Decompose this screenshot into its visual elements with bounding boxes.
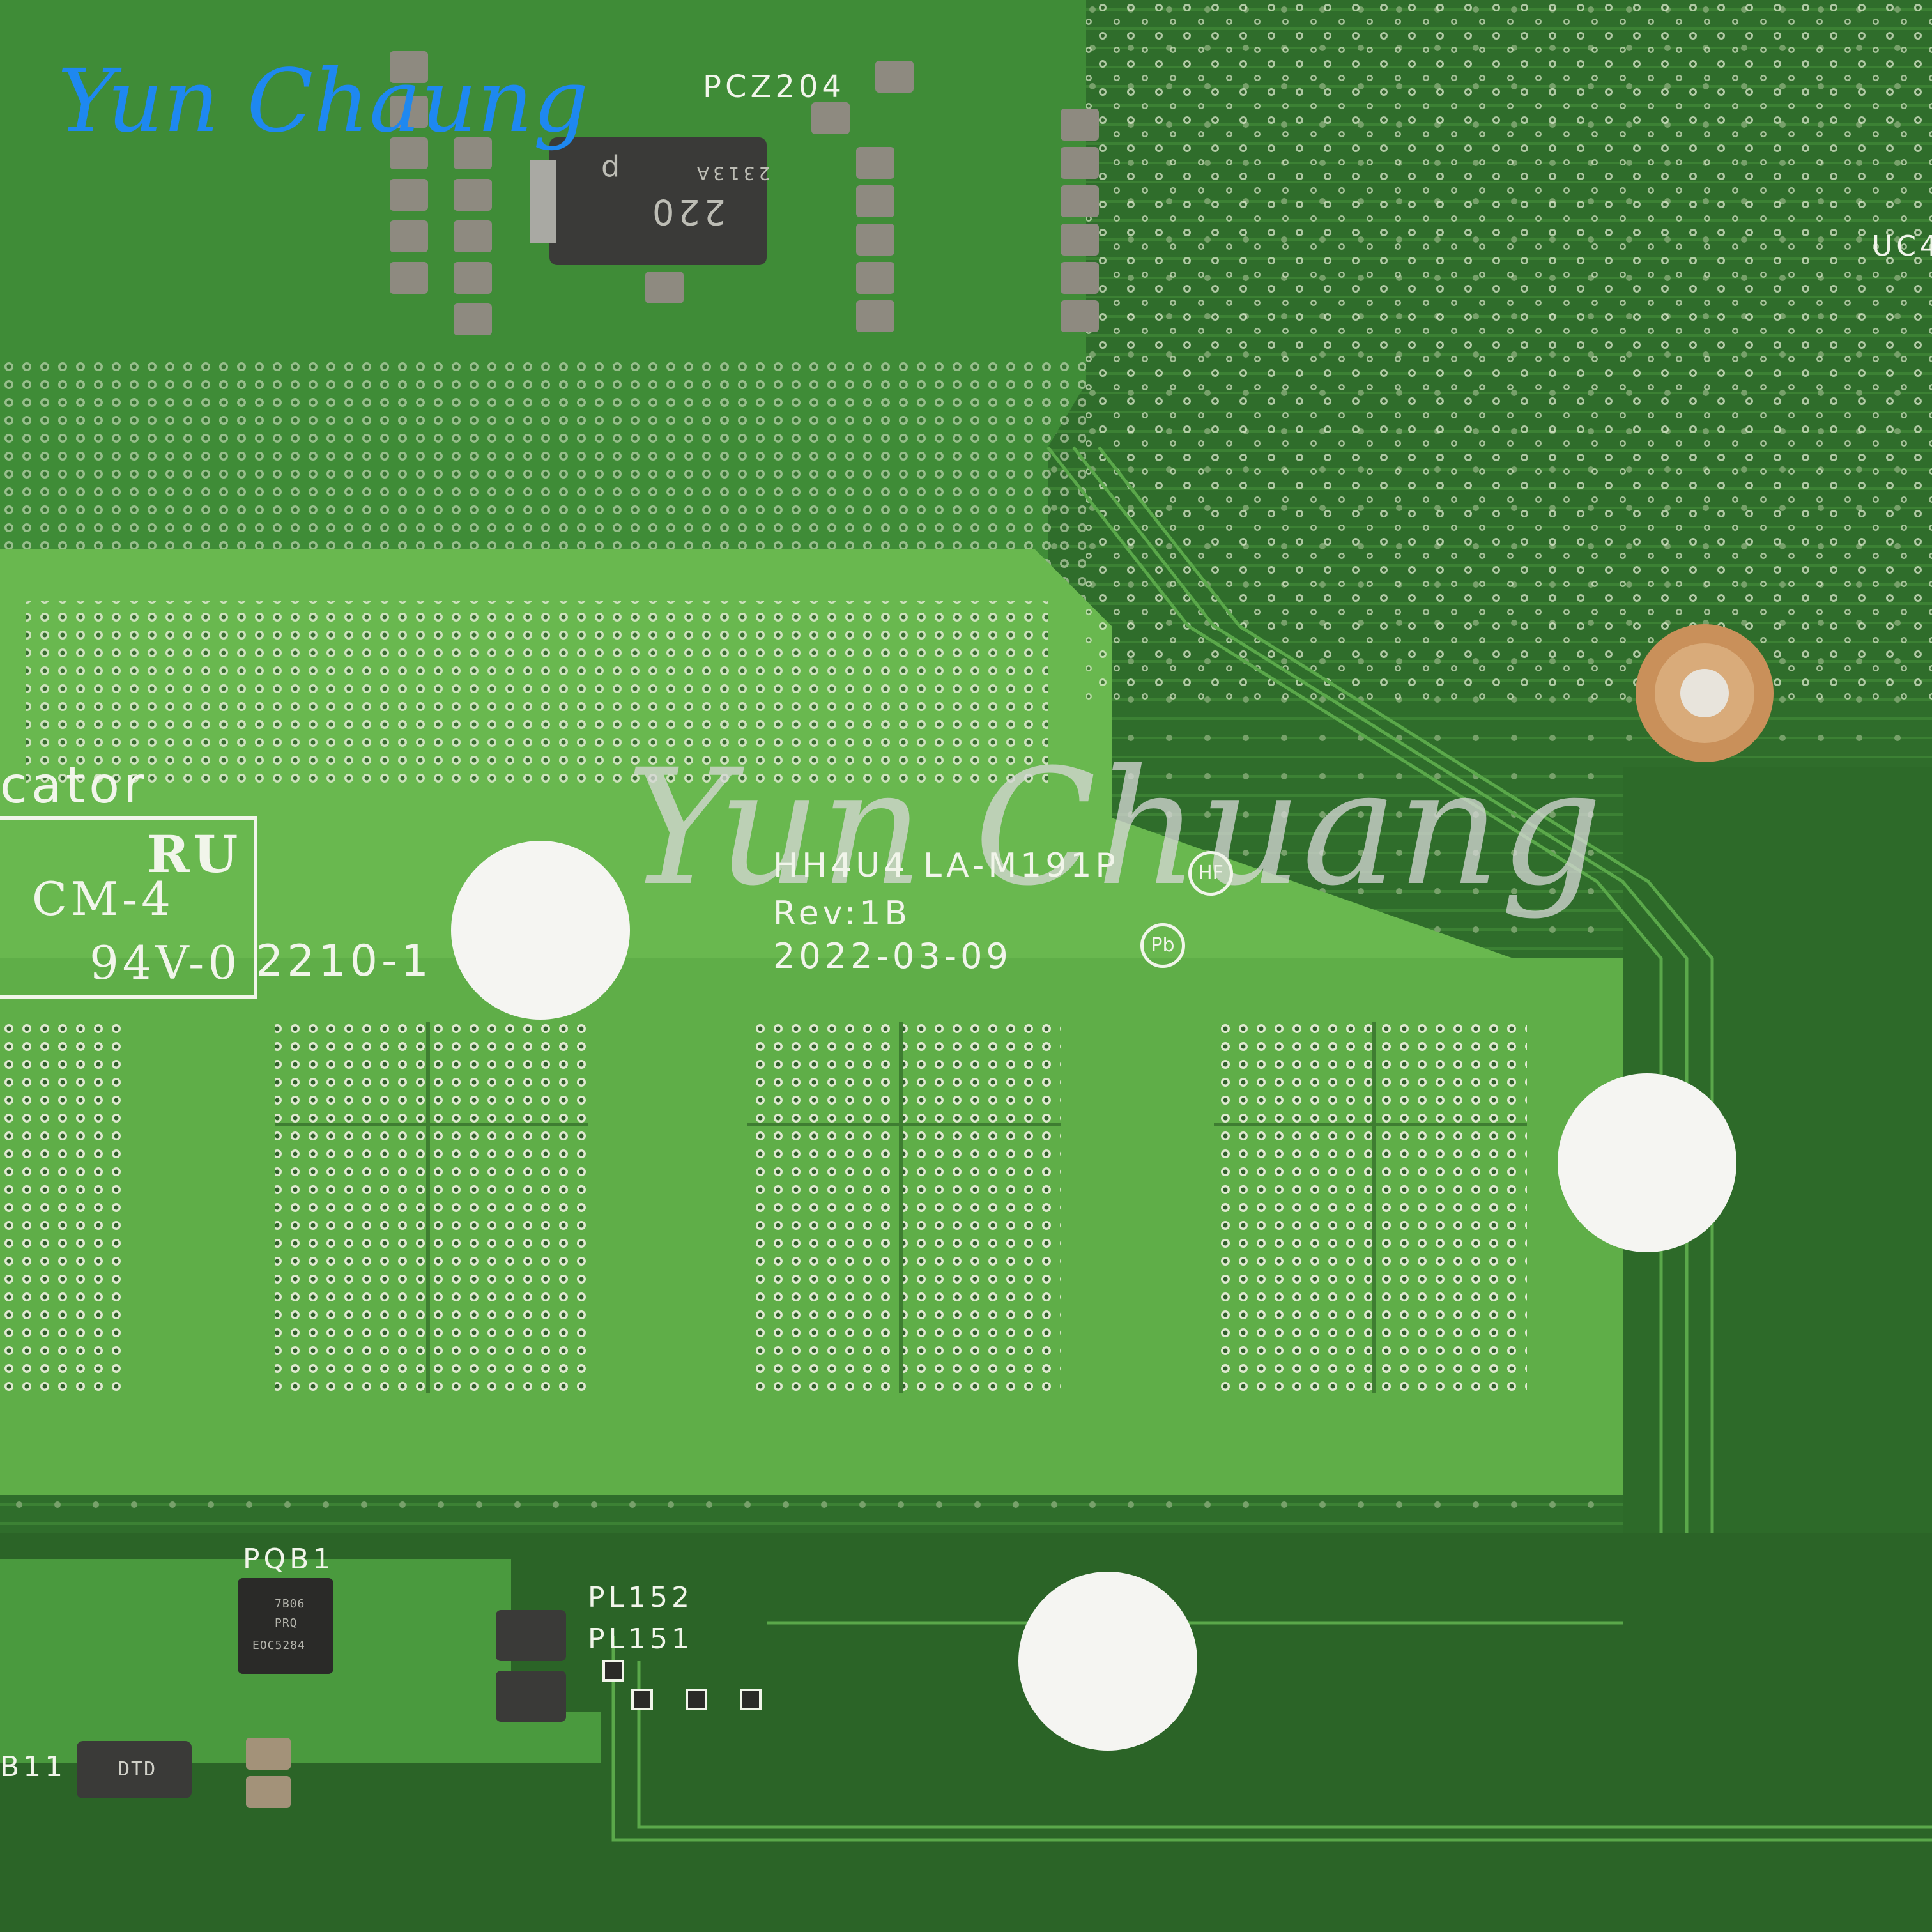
standoff-hole (1680, 669, 1729, 717)
cap-bottom-1 (246, 1738, 291, 1770)
dram-outline-2 (275, 1022, 588, 1393)
top-capacitors (390, 51, 1099, 335)
ic-marking-3: EOC5284 (252, 1639, 305, 1652)
diode-marking-code: 2313A (693, 163, 770, 184)
resistor-marking: DTD (118, 1758, 157, 1781)
dram-pad-3 (747, 1022, 1061, 1393)
cap-bottom-2 (246, 1776, 291, 1808)
silk-cert-code: CM-4 (32, 872, 174, 926)
power-diode (549, 137, 767, 265)
silk-ref-pcz204: PCZ204 (703, 69, 845, 105)
dram-pad-4 (1214, 1022, 1527, 1393)
silk-board-id: HH4U4 LA-M191P (773, 847, 1119, 885)
silk-ref-pqb1: PQB1 (243, 1543, 335, 1575)
dram-pad-2 (275, 1022, 588, 1393)
silk-indicator: cator (0, 757, 148, 815)
white-label-3 (1018, 1572, 1197, 1751)
cert-box (0, 816, 257, 999)
silk-revision: Rev:1B (773, 894, 911, 933)
diode-marking-220: 220 (648, 192, 726, 232)
silk-ref-pl151: PL151 (588, 1623, 694, 1655)
pl151-pads (602, 1660, 762, 1710)
hf-mark: HF (1188, 851, 1233, 896)
ul-mark: RU (147, 824, 242, 884)
white-label-2 (1558, 1073, 1736, 1252)
right-via-field (1086, 0, 1932, 703)
silk-ref-pl152: PL152 (588, 1581, 694, 1614)
inductor-pl152 (496, 1610, 566, 1661)
white-label-1 (451, 841, 630, 1020)
diode-marking-p: p (597, 153, 620, 188)
silk-flammability: 94V-0 (89, 936, 241, 990)
dram-outline-3 (747, 1022, 1061, 1393)
power-diode-tab (530, 160, 556, 243)
inductor-pl151 (496, 1671, 566, 1722)
silk-date-code-left: 2210-1 (256, 936, 433, 986)
ic-pqb1 (238, 1578, 334, 1674)
via-columns-top (26, 601, 1048, 792)
dram-pad-1 (0, 1022, 121, 1393)
ic-marking-1: 7B06 (275, 1597, 305, 1611)
silk-ref-b11: B11 (0, 1751, 67, 1783)
pb-free-mark: Pb (1140, 923, 1185, 968)
watermark-center: Yun Chuang (626, 735, 1603, 921)
bottom-trace-lines (611, 1621, 1932, 1842)
silk-date: 2022-03-09 (773, 936, 1012, 976)
watermark-top-left: Yun Chaung (57, 51, 589, 152)
ic-marking-2: PRQ (275, 1616, 298, 1630)
silk-ref-uc4: UC4 (1872, 230, 1932, 263)
resistor-dtd (77, 1741, 192, 1798)
dram-outline-4 (1214, 1022, 1527, 1393)
